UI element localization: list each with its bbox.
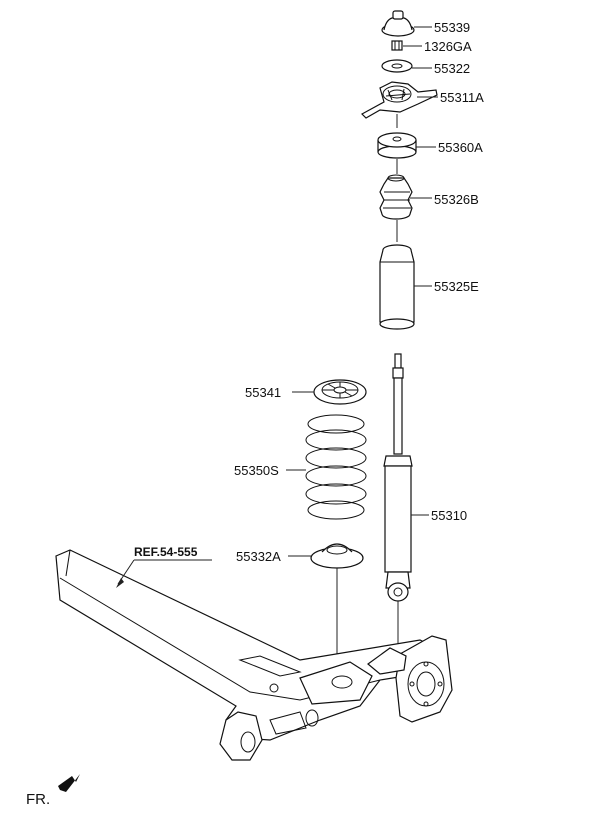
front-direction-label: FR. (26, 791, 50, 808)
label-55311A: 55311A (440, 90, 484, 105)
part-washer (381, 59, 413, 73)
label-55310: 55310 (431, 508, 467, 523)
label-55350S: 55350S (234, 463, 279, 478)
part-spring-upper-pad (313, 379, 367, 405)
part-dust-cover (379, 244, 415, 330)
label-55332A: 55332A (236, 549, 281, 564)
label-55339: 55339 (434, 20, 470, 35)
part-strut-mount (361, 81, 438, 119)
reference-label: REF.54-555 (134, 545, 198, 559)
part-insulator (377, 132, 417, 159)
label-55360A: 55360A (438, 140, 483, 155)
label-55325E: 55325E (434, 279, 479, 294)
part-spring-lower-pad (310, 543, 364, 569)
label-1326GA: 1326GA (424, 39, 472, 54)
rear-axle-beam (55, 549, 453, 761)
part-coil-spring (305, 414, 367, 520)
part-dust-cap (381, 10, 415, 37)
label-55322: 55322 (434, 61, 470, 76)
part-shock-absorber (383, 353, 413, 602)
part-lock-nut (391, 40, 403, 51)
label-55326B: 55326B (434, 192, 479, 207)
part-bump-stopper (379, 174, 413, 220)
label-55341: 55341 (245, 385, 281, 400)
front-arrow-icon (58, 774, 80, 792)
ref-arrow-icon (116, 578, 124, 588)
